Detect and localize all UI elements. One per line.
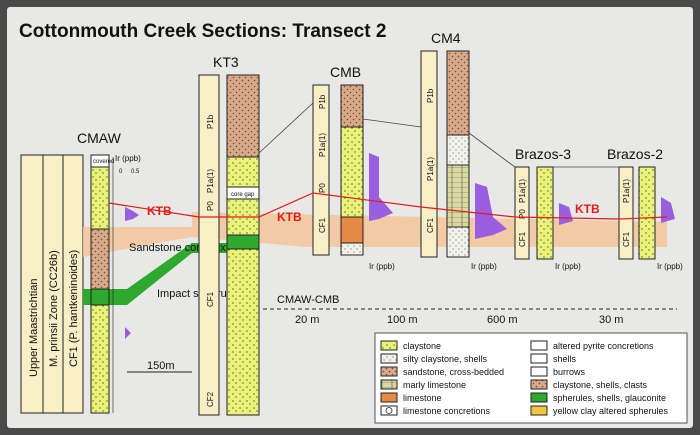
ktb-label-3: KTB <box>575 202 600 216</box>
ir-label-cmb: Ir (ppb) <box>369 262 395 271</box>
distance-3: 30 m <box>599 314 623 326</box>
cmaw-cmb-label: CMAW-CMB <box>277 294 339 306</box>
legend-silty-claystone: silty claystone, shells <box>403 354 488 364</box>
ir-label-cmaw: Ir (ppb) <box>115 154 141 163</box>
legend-claystone: claystone <box>403 341 441 351</box>
legend-yellow-clay: yellow clay altered spherules <box>553 406 669 416</box>
biozone-label: CF1 (P. hantkeninoides) <box>68 250 80 367</box>
cmb-p1b: P1b <box>318 94 327 109</box>
brazos3-cf1: CF1 <box>518 231 527 247</box>
legend-sandstone: sandstone, cross-bedded <box>403 367 504 377</box>
covered-label: covered <box>93 159 114 165</box>
transect-diagram: Cottonmouth Creek Sections: Transect 2 U… <box>19 21 688 424</box>
ktb-label-2: KTB <box>277 210 302 224</box>
cm4-cf1: CF1 <box>426 217 435 233</box>
zone-label: M. prinsii Zone (CC26b) <box>48 250 60 367</box>
distance-150m: 150m <box>147 360 175 372</box>
brazos3-p0: P0 <box>518 209 527 219</box>
ir-label-brazos3: Ir (ppb) <box>555 262 581 271</box>
section-cmb: CMB P1b P1a(1) P0 CF1 Ir (ppb) <box>312 64 395 271</box>
cmb-cf1: CF1 <box>318 217 327 233</box>
legend-limestone-concretions: limestone concretions <box>403 406 491 416</box>
legend: claystone silty claystone, shells sandst… <box>374 332 688 424</box>
legend-burrows: burrows <box>553 367 586 377</box>
section-brazos2: Brazos-2 P1a(1) CF1 Ir (ppb) <box>607 146 683 271</box>
section-title-cmb: CMB <box>330 64 361 80</box>
ir-label-brazos2: Ir (ppb) <box>657 262 683 271</box>
section-title-kt3: KT3 <box>213 54 239 70</box>
figure-panel: Cottonmouth Creek Sections: Transect 2 U… <box>7 7 693 428</box>
ir-tick-0-cmaw: 0 <box>119 169 123 175</box>
kt3-p1a1: P1a(1) <box>206 169 215 193</box>
section-title-brazos2: Brazos-2 <box>607 146 663 162</box>
distance-2: 600 m <box>487 314 518 326</box>
spherule-band <box>83 243 237 305</box>
section-title-brazos3: Brazos-3 <box>515 146 571 162</box>
stage-label: Upper Maastrichtian <box>28 279 40 377</box>
correlation-lines <box>108 102 668 220</box>
legend-marly-limestone: marly limestone <box>403 380 466 390</box>
cm4-p1a1: P1a(1) <box>426 157 435 181</box>
brazos2-p1a1: P1a(1) <box>622 179 631 203</box>
distance-scale: CMAW-CMB 20 m 100 m 600 m 30 m <box>263 294 677 326</box>
ktb-label-1: KTB <box>147 204 172 218</box>
legend-limestone: limestone <box>403 393 442 403</box>
core-gap-label: core gap <box>231 192 255 198</box>
section-kt3: KT3 P1b P1a(1) P0 CF1 CF2 core gap <box>198 54 260 416</box>
kt3-p1b: P1b <box>206 114 215 129</box>
cmb-p1a1: P1a(1) <box>318 133 327 157</box>
section-title-cmaw: CMAW <box>77 130 122 146</box>
legend-pyrite: altered pyrite concretions <box>553 341 654 351</box>
kt3-cf2: CF2 <box>206 391 215 407</box>
distance-1: 100 m <box>387 314 418 326</box>
figure-title: Cottonmouth Creek Sections: Transect 2 <box>19 21 386 42</box>
cmb-p0: P0 <box>318 183 327 193</box>
cm4-p1b: P1b <box>426 88 435 103</box>
distance-0: 20 m <box>295 314 319 326</box>
legend-shells: shells <box>553 354 577 364</box>
legend-right: altered pyrite concretions shells burrow… <box>530 340 669 416</box>
legend-spherules: spherules, shells, glauconite <box>553 393 666 403</box>
kt3-cf1: CF1 <box>206 291 215 307</box>
stratigraphy-columns: Upper Maastrichtian M. prinsii Zone (CC2… <box>20 154 84 414</box>
kt3-p0: P0 <box>206 201 215 211</box>
brazos2-cf1: CF1 <box>622 231 631 247</box>
ir-label-cm4: Ir (ppb) <box>471 262 497 271</box>
brazos3-p1a1: P1a(1) <box>518 179 527 203</box>
legend-left: claystone silty claystone, shells sandst… <box>380 340 504 416</box>
section-cmaw: CMAW covered Ir (ppb) 0 0.5 <box>77 130 141 414</box>
legend-claystone-clasts: claystone, shells, clasts <box>553 380 648 390</box>
section-title-cm4: CM4 <box>431 30 461 46</box>
section-brazos3: Brazos-3 P1a(1) P0 CF1 Ir (ppb) <box>514 146 581 271</box>
ir-tick-half-cmaw: 0.5 <box>131 169 140 175</box>
